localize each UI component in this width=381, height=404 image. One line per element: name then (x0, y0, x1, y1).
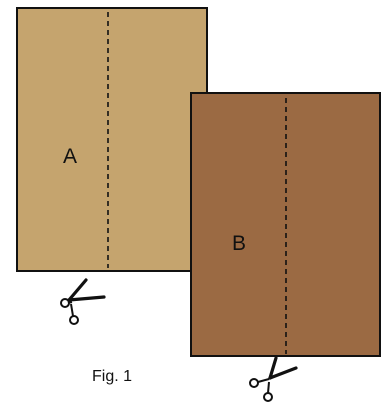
scissors-icon (60, 278, 106, 325)
sheet-b-label: B (232, 232, 246, 255)
sheet-a-label: A (63, 145, 77, 168)
sheet-a-rect (16, 7, 208, 272)
sheet-a: A (16, 7, 208, 272)
figure-caption: Fig. 1 (92, 368, 133, 385)
sheet-b: B (190, 92, 381, 357)
scissors-icon (249, 356, 298, 402)
